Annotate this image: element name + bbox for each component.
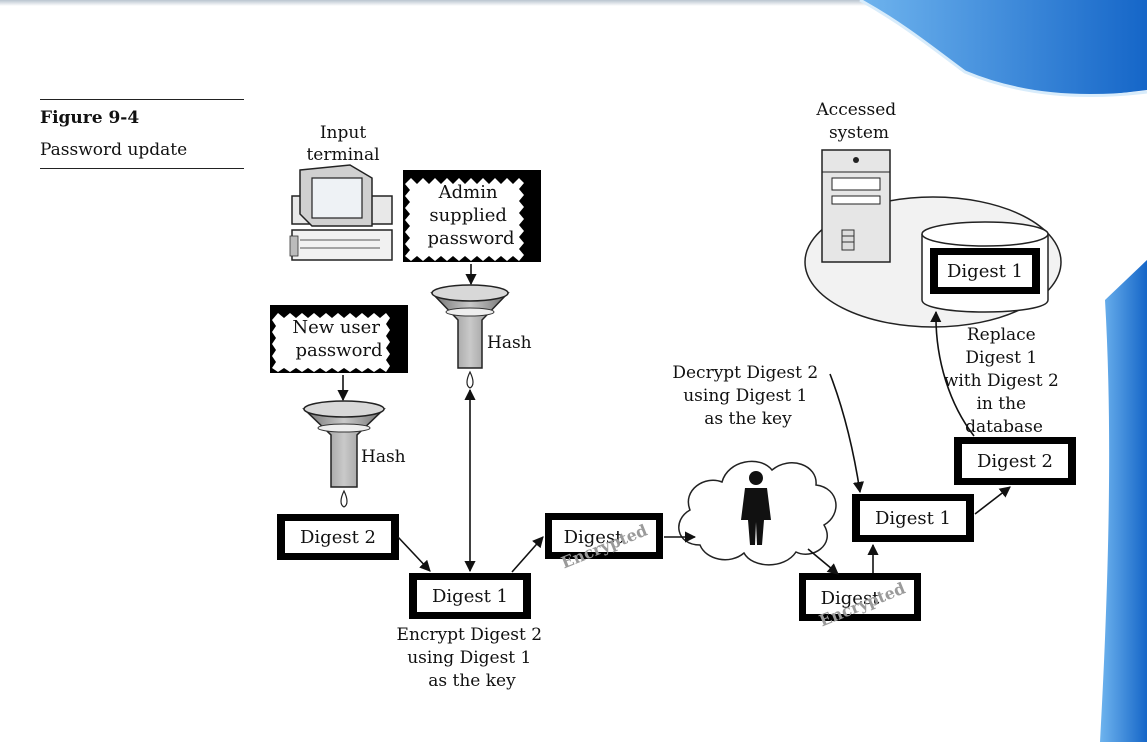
- arrow: [397, 536, 431, 572]
- digest2-right-label: Digest 2: [977, 451, 1053, 472]
- decrypt-note: Decrypt Digest 2 using Digest 1 as the k…: [672, 363, 823, 429]
- database-icon: [921, 221, 1049, 313]
- digest-box: [954, 437, 1076, 485]
- hash-admin-label: Hash: [487, 333, 532, 353]
- figure-number: Figure 9-4: [40, 108, 140, 128]
- new-password-label: New user password: [292, 317, 385, 361]
- computer-icon: [289, 164, 393, 261]
- new-password-box: [270, 305, 408, 373]
- arrow: [807, 548, 839, 575]
- db-digest-label: Digest 1: [947, 261, 1023, 282]
- encrypted-left-label: Digest: [564, 527, 624, 548]
- digest1-center-label: Digest 1: [432, 586, 508, 607]
- arrow: [511, 536, 544, 573]
- funnel-icon: [302, 400, 386, 508]
- digest1-right-label: Digest 1: [875, 508, 951, 529]
- digest-box: [277, 514, 399, 560]
- replace-note: Replace Digest 1 with Digest 2 in the da…: [944, 325, 1064, 437]
- encrypted-digest-box: [545, 513, 663, 559]
- encrypted-right-label: Digest: [821, 588, 881, 609]
- digest-box: [852, 494, 974, 542]
- figure-title: Password update: [40, 140, 188, 160]
- person-icon: [741, 471, 771, 545]
- digest-box: [409, 573, 531, 619]
- arrow: [974, 486, 1011, 515]
- arrow: [930, 310, 975, 437]
- digest2-left-label: Digest 2: [300, 527, 376, 548]
- encrypt-note: Encrypt Digest 2 using Digest 1 as the k…: [397, 625, 548, 691]
- arrow: [829, 373, 865, 494]
- figure-caption: Figure 9-4 Password update: [40, 99, 244, 169]
- server-icon: [821, 149, 891, 263]
- right-edge-band: [1100, 260, 1147, 742]
- admin-password-label: Admin supplied password: [427, 182, 514, 249]
- encrypted-digest-box: [799, 573, 921, 621]
- corner-swoosh: [860, 0, 1147, 97]
- hash-user-label: Hash: [361, 447, 406, 467]
- flow-arrows: [337, 264, 1011, 575]
- admin-password-box: [403, 170, 541, 262]
- accessed-system-label: Accessed system: [815, 100, 901, 143]
